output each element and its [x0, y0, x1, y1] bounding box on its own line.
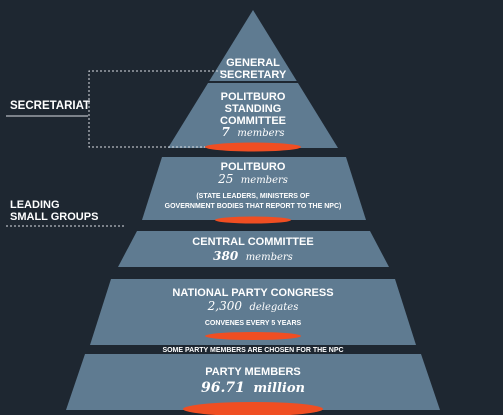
tier-politburo-accent	[215, 216, 291, 224]
central-committee-count-unit: members	[246, 252, 293, 263]
central-committee-count: 380	[213, 249, 239, 263]
tier-congress-accent	[205, 332, 301, 340]
tier-party-members-shape	[66, 354, 440, 410]
congress-note: CONVENES EVERY 5 YEARS	[205, 320, 302, 327]
tier-top-accent	[205, 142, 301, 152]
tier-central-committee-shape	[118, 231, 389, 267]
congress-count: 2,300	[207, 299, 243, 313]
politburo-count: 25	[217, 172, 233, 186]
central-committee-count-line: 380 members	[213, 247, 293, 264]
party-members-count-line: 96.71 million	[201, 379, 305, 396]
tier-party-members-accent	[183, 402, 323, 415]
standing-committee-count-unit: members	[237, 128, 284, 139]
leading-small-groups-label-line2: SMALL GROUPS	[10, 211, 98, 223]
general-secretary-line2: SECRETARY	[220, 69, 287, 81]
politburo-title: POLITBURO	[221, 161, 286, 173]
secretariat-bracket	[88, 70, 226, 148]
leading-small-groups-label-line1: LEADING	[10, 199, 60, 211]
central-committee-title: CENTRAL COMMITTEE	[192, 236, 313, 248]
party-members-count: 96.71	[201, 380, 245, 396]
politburo-note-line1: (STATE LEADERS, MINISTERS OF	[196, 193, 310, 200]
politburo-count-unit: members	[241, 175, 288, 186]
party-members-title: PARTY MEMBERS	[205, 366, 301, 378]
politburo-note-line2: GOVERNMENT BODIES THAT REPORT TO THE NPC…	[165, 203, 342, 210]
secretariat-label: SECRETARIAT	[10, 100, 90, 112]
tier-politburo-shape	[142, 157, 366, 220]
tier-congress-shape	[90, 279, 416, 345]
tier-top-shape	[168, 10, 338, 148]
standing-committee-count-line: 7 members	[222, 123, 285, 140]
standing-committee-line3: COMMITTEE	[220, 115, 286, 127]
congress-count-unit: delegates	[249, 302, 298, 313]
politburo-count-line: 25 members	[217, 170, 288, 187]
party-members-count-unit: million	[253, 381, 305, 396]
npc-note: SOME PARTY MEMBERS ARE CHOSEN FOR THE NP…	[162, 347, 343, 354]
congress-title: NATIONAL PARTY CONGRESS	[172, 287, 333, 299]
congress-count-line: 2,300 delegates	[207, 297, 299, 314]
standing-committee-line2: STANDING	[225, 103, 282, 115]
general-secretary-line1: GENERAL	[226, 57, 280, 69]
standing-committee-line1: POLITBURO	[221, 91, 286, 103]
standing-committee-count: 7	[222, 125, 231, 139]
